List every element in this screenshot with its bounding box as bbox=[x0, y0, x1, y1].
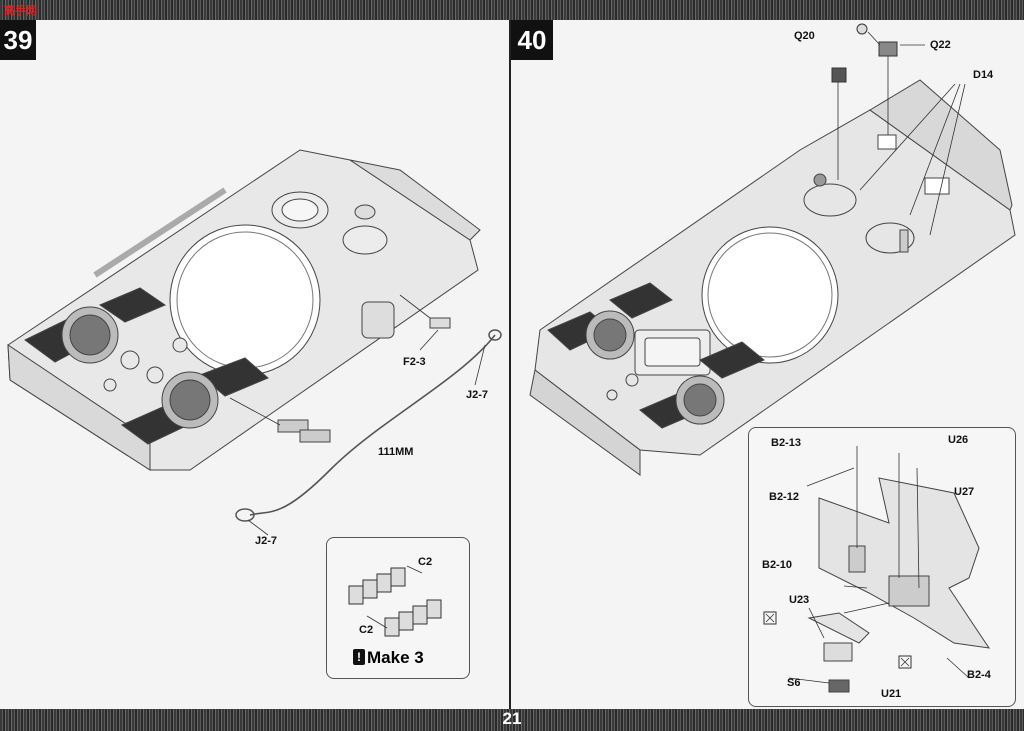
label-u21: U21 bbox=[881, 688, 902, 700]
label-b2-4: B2-4 bbox=[967, 669, 991, 681]
label-b2-13: B2-13 bbox=[771, 437, 801, 449]
warning-icon: ! bbox=[353, 649, 365, 665]
label-b2-12: B2-12 bbox=[769, 491, 799, 503]
label-u27: U27 bbox=[954, 486, 975, 498]
label-b2-10: B2-10 bbox=[762, 559, 792, 571]
label-c2-upper: C2 bbox=[418, 556, 433, 568]
step-39-hull-drawing bbox=[7, 149, 502, 536]
label-j2-7-lower: J2-7 bbox=[255, 535, 278, 547]
bottom-scan-band bbox=[0, 709, 1024, 731]
step-39-number: 39 bbox=[0, 20, 36, 60]
label-111mm: 111MM bbox=[378, 446, 414, 458]
top-scan-band bbox=[0, 0, 1024, 20]
make-text: Make 3 bbox=[367, 648, 424, 667]
label-j2-7-upper: J2-7 bbox=[466, 389, 489, 401]
track-link-drawing bbox=[348, 565, 442, 637]
make-quantity: !Make 3 bbox=[353, 648, 424, 668]
subassembly-box: C2 C2 !Make 3 bbox=[326, 537, 470, 679]
page-number: 21 bbox=[502, 709, 522, 728]
watermark-logo: 高手网 bbox=[4, 4, 37, 17]
label-d14: D14 bbox=[973, 69, 994, 81]
detail-box: B2-13 U26 B2-12 U27 B2-10 U23 S6 U21 B2-… bbox=[748, 427, 1016, 707]
label-c2-lower: C2 bbox=[359, 624, 374, 636]
label-u26: U26 bbox=[948, 434, 969, 446]
label-s6: S6 bbox=[787, 677, 801, 689]
step-40-number: 40 bbox=[511, 20, 553, 60]
label-q20: Q20 bbox=[794, 30, 815, 42]
label-f2-3: F2-3 bbox=[403, 356, 426, 368]
detail-drawing bbox=[763, 446, 991, 693]
label-u23: U23 bbox=[789, 594, 810, 606]
label-q22: Q22 bbox=[930, 39, 951, 51]
page-divider bbox=[509, 20, 511, 710]
